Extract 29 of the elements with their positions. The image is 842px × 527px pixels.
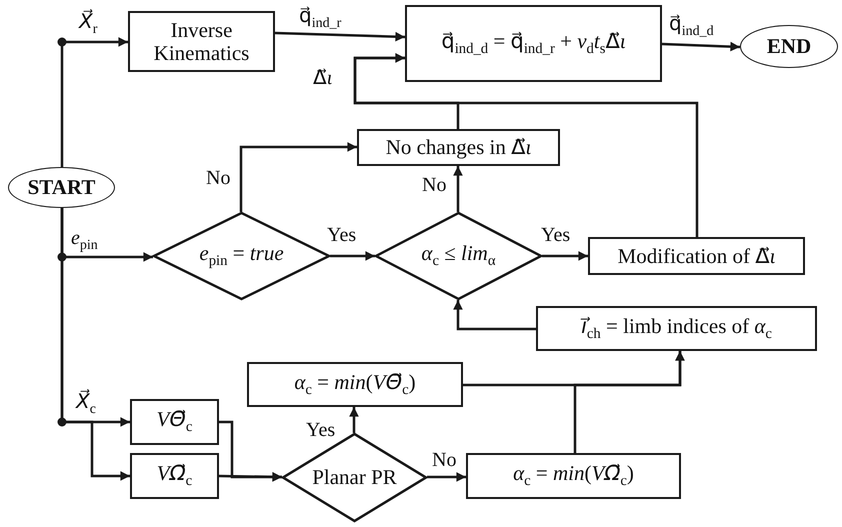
process-box: q⃗$_{ind_d}$ = q⃗$_{ind_r}$ + ν$_{d}$t$_{s}$Δ⃗ι: [405, 5, 662, 82]
arrow: [330, 251, 375, 261]
process-box: i⃗$_{ch}$ = limb indices of α$_{c}$: [536, 306, 817, 351]
decision-diamond: α$_{c}$ ≤ lim$_{α}$: [375, 212, 542, 300]
process-box: VΩ⃗$_{c}$: [130, 453, 219, 499]
arrow: [427, 472, 466, 482]
end-terminal: END: [740, 25, 838, 68]
process-box: VΘ⃗$_{c}$: [130, 399, 219, 445]
edge-label: q⃗$_{ind_r}$: [298, 6, 342, 32]
edge-label: q⃗$_{ind_d}$: [668, 14, 715, 40]
arrow: [218, 472, 282, 482]
arrow: [453, 300, 536, 330]
process-box: α$_{c}$ = min(VΩ⃗$_{c}$): [466, 453, 681, 499]
arrow: [240, 142, 357, 212]
arrow: [219, 420, 282, 482]
arrow: [349, 407, 359, 433]
process-box: No changes in Δ⃗ι: [357, 129, 560, 166]
arrow: [354, 53, 698, 237]
arrow: [60, 208, 130, 481]
arrow: [542, 251, 588, 261]
arrow: [60, 37, 128, 167]
start-terminal: START: [8, 167, 115, 208]
process-box: Modification of Δ⃗ι: [588, 237, 805, 275]
arrow: [274, 32, 406, 42]
arrow: [453, 166, 463, 212]
arrow: [662, 42, 740, 52]
process-box: α$_{c}$ = min(VΘ⃗$_{c}$): [247, 362, 463, 407]
arrow: [574, 351, 685, 453]
process-box: Inverse Kinematics: [128, 11, 275, 72]
